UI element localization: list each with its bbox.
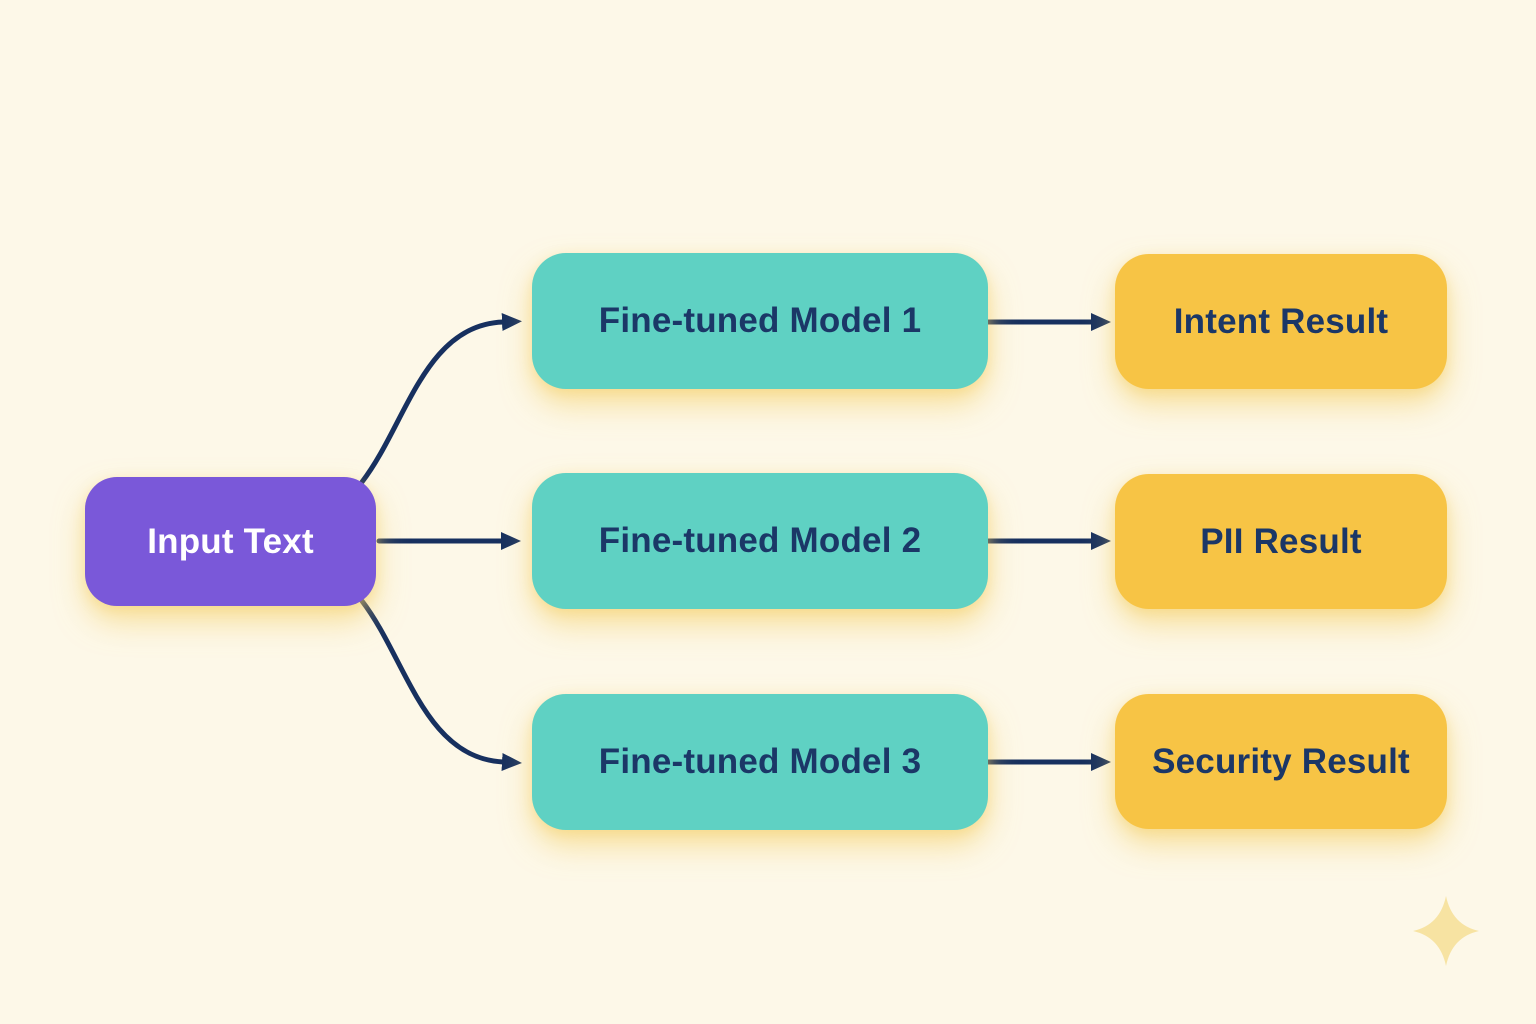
node-pii-result: PII Result: [1115, 474, 1447, 609]
node-input-text: Input Text: [85, 477, 376, 606]
node-fine-tuned-model-2-label: Fine-tuned Model 2: [598, 521, 922, 560]
node-fine-tuned-model-3-label: Fine-tuned Model 3: [598, 742, 922, 781]
node-fine-tuned-model-1: Fine-tuned Model 1: [532, 253, 988, 389]
node-fine-tuned-model-1-label: Fine-tuned Model 1: [598, 301, 922, 340]
node-security-result-label: Security Result: [1152, 741, 1410, 781]
node-pii-result-label: PII Result: [1200, 521, 1362, 561]
edge-input-to-model1: [359, 313, 522, 485]
node-fine-tuned-model-2: Fine-tuned Model 2: [532, 473, 988, 609]
node-intent-result: Intent Result: [1115, 254, 1447, 389]
node-input-text-label: Input Text: [147, 521, 314, 561]
node-security-result: Security Result: [1115, 694, 1447, 829]
sparkle-icon: [1413, 896, 1479, 966]
edge-input-to-model3: [359, 598, 522, 771]
node-fine-tuned-model-3: Fine-tuned Model 3: [532, 694, 988, 830]
node-intent-result-label: Intent Result: [1173, 301, 1389, 341]
